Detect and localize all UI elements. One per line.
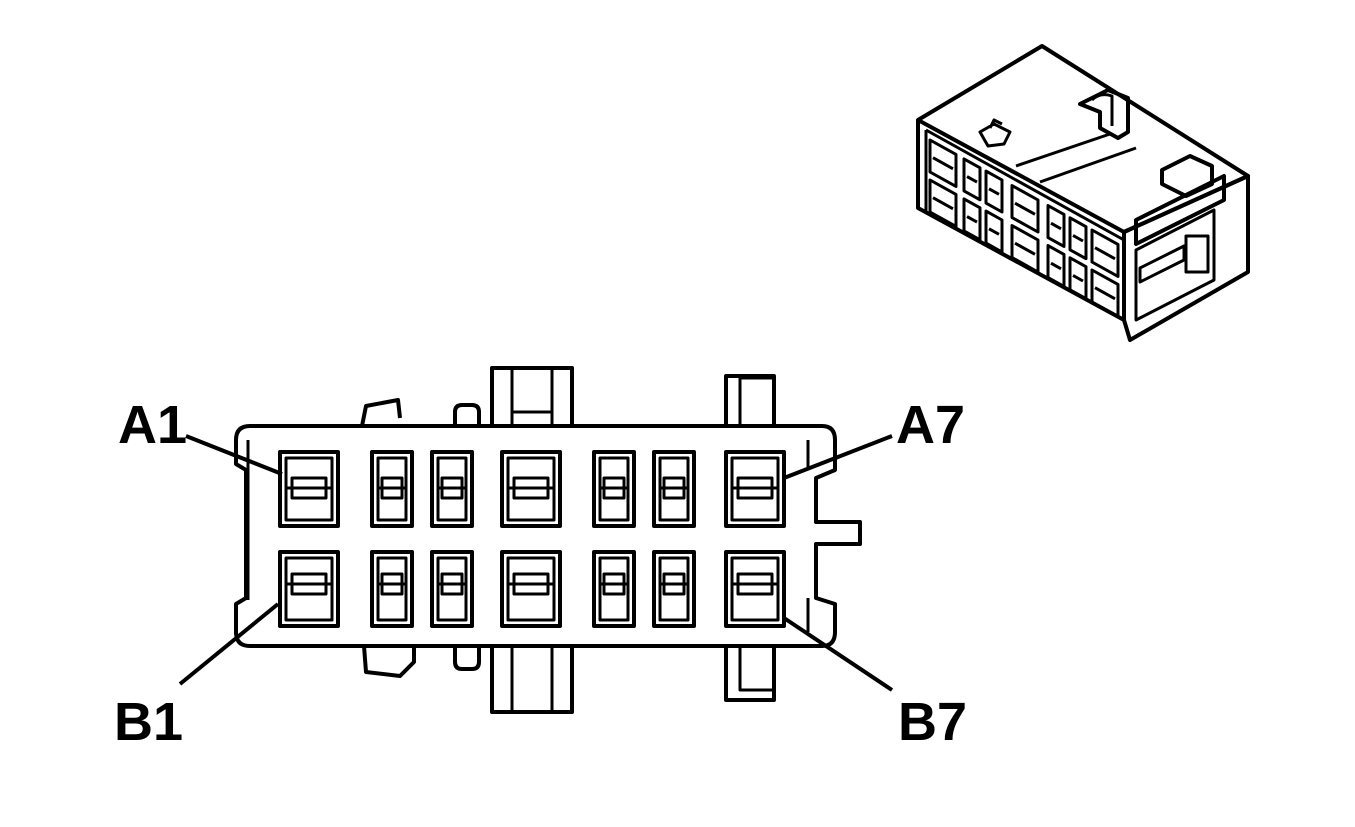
bottom-center-key (490, 646, 574, 714)
iso-cavity-b6 (1068, 256, 1088, 301)
leader-b1 (178, 602, 280, 686)
cavity-b1 (278, 550, 340, 628)
iso-side-face (1122, 174, 1250, 342)
top-center-key-inner (510, 368, 554, 426)
iso-cavity-b4 (1010, 224, 1040, 274)
cavity-b3 (430, 550, 474, 628)
top-right-tab (724, 374, 776, 426)
iso-cavity-detail (1050, 261, 1062, 271)
cavity-a4 (500, 450, 562, 528)
top-right-tab-inner (738, 376, 774, 426)
label-a7: A7 (896, 395, 965, 455)
leader-a1 (185, 434, 283, 476)
iso-top-latch-detail (1090, 93, 1114, 126)
cavity-a5 (592, 450, 636, 528)
cavity-b6 (652, 550, 696, 628)
label-a1: A1 (118, 395, 187, 455)
leader-b7 (782, 616, 894, 692)
iso-cavity-a4 (1010, 184, 1040, 234)
iso-cavity-detail (1094, 286, 1116, 301)
iso-cavity-detail (988, 227, 1000, 236)
iso-cavity-a5 (1046, 204, 1066, 248)
iso-cavity-detail (1050, 221, 1062, 231)
leader-a7 (783, 434, 893, 480)
iso-side-window (1134, 208, 1216, 322)
iso-cavity-detail (1014, 201, 1036, 216)
label-b1: B1 (114, 692, 183, 752)
iso-side-block (1184, 234, 1210, 274)
cavity-a3 (430, 450, 474, 528)
iso-top-face (916, 44, 1250, 234)
bottom-latch-left (362, 645, 416, 678)
top-boss-small (453, 403, 481, 426)
iso-cavity-b1 (928, 178, 958, 228)
bottom-right-tab (724, 646, 776, 702)
cavity-a1 (278, 450, 340, 528)
iso-front-lip (924, 128, 1125, 242)
cavity-a6 (652, 450, 696, 528)
cavity-b4 (500, 550, 562, 628)
top-center-key (490, 366, 574, 426)
cavity-a2 (370, 450, 414, 528)
iso-cavity-detail (966, 215, 978, 224)
iso-cavity-a7 (1090, 228, 1120, 278)
iso-cavity-detail (966, 175, 978, 184)
iso-side-tab-lower (1134, 174, 1226, 246)
iso-top-slot (1015, 132, 1137, 184)
bottom-boss-small (453, 646, 481, 671)
iso-cavity-detail (988, 187, 1000, 196)
iso-cavity-detail (1014, 241, 1036, 256)
iso-cavity-a1 (928, 138, 958, 188)
iso-cavity-b5 (1046, 244, 1066, 288)
connector-isometric-view (916, 44, 1250, 342)
top-latch-left (360, 398, 402, 427)
bottom-right-tab-inner (738, 646, 774, 692)
cavity-b7 (724, 550, 786, 628)
cavity-b5 (592, 550, 636, 628)
iso-cavity-b3 (984, 209, 1004, 254)
label-b7: B7 (898, 692, 967, 752)
iso-cavity-detail (932, 196, 954, 211)
iso-top-knob (978, 118, 1012, 148)
iso-cavity-a2 (962, 157, 982, 202)
iso-cavity-b7 (1090, 268, 1120, 318)
connector-face-view: A1 A7 B1 B7 (114, 366, 967, 752)
body-inner-edges (246, 440, 810, 632)
iso-top-latch (1078, 88, 1130, 140)
iso-cavity-b2 (962, 197, 982, 242)
iso-side-bar (1138, 244, 1186, 284)
iso-cavity-detail (1072, 274, 1084, 283)
bottom-center-key-inner (510, 646, 554, 712)
iso-cavity-a6 (1068, 216, 1088, 261)
cavity-a7 (724, 450, 786, 528)
iso-cavity-grid (928, 138, 1120, 318)
cavity-b2 (370, 550, 414, 628)
iso-cavity-detail (1094, 246, 1116, 261)
iso-side-tab (1160, 154, 1214, 198)
iso-cavity-detail (932, 156, 954, 171)
iso-cavity-a3 (984, 169, 1004, 214)
cavity-grid (278, 450, 786, 628)
iso-cavity-detail (1072, 234, 1084, 243)
